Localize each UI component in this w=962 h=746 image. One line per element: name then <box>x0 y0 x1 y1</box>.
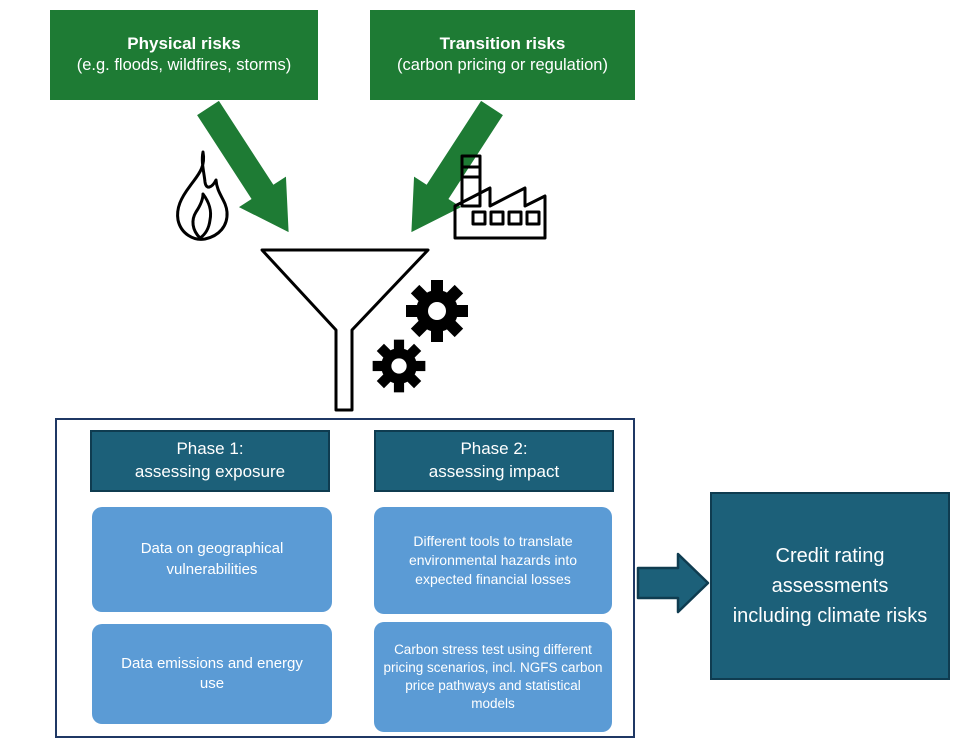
phase2-item-translation-tools: Different tools to translate environment… <box>374 507 612 614</box>
credit-rating-output-box: Credit rating assessments including clim… <box>710 492 950 680</box>
physical-risks-title: Physical risks <box>127 34 241 54</box>
thick-down-arrow-right <box>411 100 503 233</box>
physical-risks-box: Physical risks (e.g. floods, wildfires, … <box>50 10 318 100</box>
phase1-header: Phase 1: assessing exposure <box>90 430 330 492</box>
block-arrow-right <box>636 552 710 614</box>
factory-icon <box>453 154 547 240</box>
assessment-process-container: Phase 1: assessing exposure Phase 2: ass… <box>55 418 635 738</box>
transition-risks-subtitle: (carbon pricing or regulation) <box>397 56 608 75</box>
flame-icon <box>176 150 229 241</box>
phase1-item-emissions-energy: Data emissions and energy use <box>92 624 332 724</box>
gear-icon-large <box>406 280 468 342</box>
funnel-icon <box>260 248 430 412</box>
gear-icon-small <box>372 339 426 393</box>
phase1-item-geographical-vulnerabilities: Data on geographical vulnerabilities <box>92 507 332 612</box>
transition-risks-box: Transition risks (carbon pricing or regu… <box>370 10 635 100</box>
phase2-header: Phase 2: assessing impact <box>374 430 614 492</box>
transition-risks-title: Transition risks <box>439 34 566 54</box>
thick-down-arrow-left <box>197 100 289 233</box>
phase2-item-carbon-stress-test: Carbon stress test using different prici… <box>374 622 612 732</box>
physical-risks-subtitle: (e.g. floods, wildfires, storms) <box>76 56 292 75</box>
